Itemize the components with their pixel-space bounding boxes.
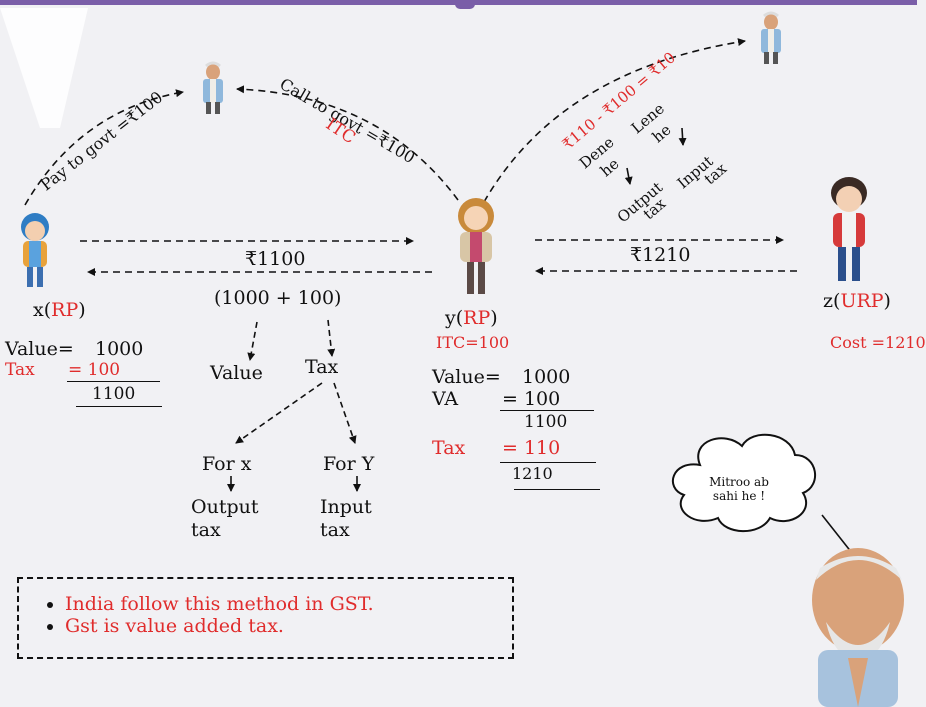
summary-notes-box: India follow this method in GST. Gst is … xyxy=(17,577,514,659)
note-item: Gst is value added tax. xyxy=(65,615,512,637)
girl-y-icon xyxy=(458,198,494,294)
tax-node: Tax xyxy=(305,356,339,378)
z-cost: Cost =1210 xyxy=(830,333,926,352)
output-tax-node: Output xyxy=(191,496,259,518)
pm-figure-icon xyxy=(203,61,223,114)
y-tax-rule xyxy=(500,462,596,463)
input-tax-node: Input xyxy=(320,496,372,518)
speech-bubble-text: Mitroo ab sahi he ! xyxy=(709,475,769,503)
x-value: 1000 xyxy=(95,338,144,360)
y-va: = 100 xyxy=(502,388,561,410)
watermark-shape xyxy=(0,8,88,128)
arc-pay-to-govt xyxy=(24,89,184,206)
person-y-label: y(RP) xyxy=(445,307,498,329)
value-node: Value xyxy=(210,362,263,384)
boy-z-icon xyxy=(831,177,867,281)
pm-namaste-icon xyxy=(812,548,904,707)
x-total: 1100 xyxy=(92,384,136,404)
y-value: 1000 xyxy=(522,366,571,388)
arc-call-to-govt xyxy=(236,85,459,201)
output-tax-node-line2: tax xyxy=(191,519,221,541)
y-va-label: VA xyxy=(432,388,459,410)
x-tax-label: Tax xyxy=(5,360,35,380)
arc-net-tax xyxy=(483,38,746,203)
note-item: India follow this method in GST. xyxy=(65,593,512,615)
xy-breakdown: (1000 + 100) xyxy=(214,287,342,309)
xy-amount: ₹1100 xyxy=(245,248,306,270)
person-z-label: z(URP) xyxy=(823,290,891,312)
y-va-rule xyxy=(500,410,594,411)
boy-x-icon xyxy=(21,213,49,287)
x-value-label: Value= xyxy=(5,338,74,360)
input-tax-node-line2: tax xyxy=(320,519,350,541)
header-notch xyxy=(455,0,475,9)
y-subtotal: 1100 xyxy=(524,412,568,432)
speech-cloud xyxy=(672,433,817,533)
x-tax: = 100 xyxy=(68,360,121,380)
y-total-rule xyxy=(514,489,600,490)
person-x-label: x(RP) xyxy=(33,299,86,321)
for-y-node: For Y xyxy=(323,453,375,475)
for-x-node: For x xyxy=(202,453,252,475)
yz-amount: ₹1210 xyxy=(630,244,691,266)
x-tax-rule xyxy=(67,381,160,382)
pm-figure-icon xyxy=(761,11,781,64)
y-itc: ITC=100 xyxy=(436,333,510,352)
y-value-label: Value= xyxy=(432,366,501,388)
y-tax-label: Tax xyxy=(432,437,466,459)
x-total-rule xyxy=(76,406,162,407)
y-tax: = 110 xyxy=(502,437,561,459)
y-total: 1210 xyxy=(512,464,553,483)
